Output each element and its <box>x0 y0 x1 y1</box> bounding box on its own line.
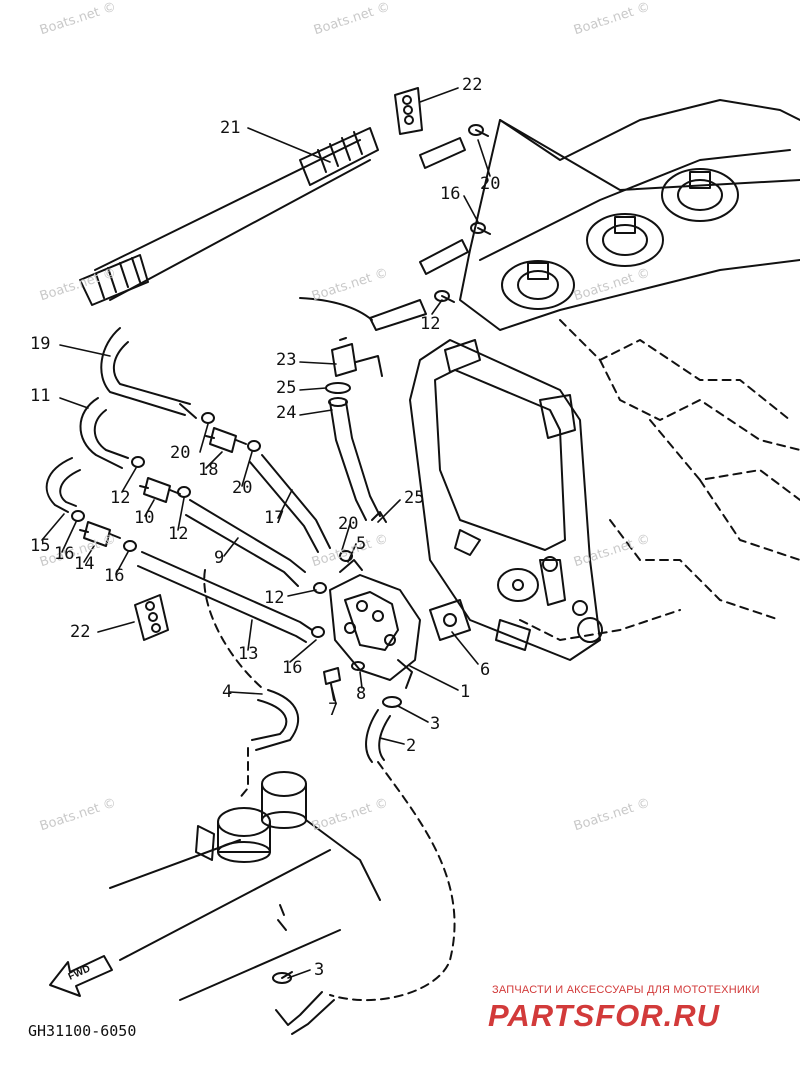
callout-21: 21 <box>220 118 241 138</box>
callout-19: 19 <box>30 334 51 354</box>
diagram-code: GH31100-6050 <box>28 1022 137 1040</box>
callout-3-lower: 3 <box>314 960 325 980</box>
callout-8: 8 <box>356 684 367 704</box>
valve-assembly-1 <box>330 512 420 688</box>
shop-tagline: ЗАПЧАСТИ И АКСЕССУАРЫ ДЛЯ МОТОТЕХНИКИ <box>492 984 760 996</box>
callout-14: 14 <box>74 554 95 574</box>
callout-25-mid: 25 <box>404 488 425 508</box>
callout-16-lower: 16 <box>282 658 303 678</box>
filter-10 <box>140 478 180 502</box>
clamp-3-upper <box>383 697 401 707</box>
callout-20-mid-b: 20 <box>232 478 253 498</box>
oil-tank <box>110 772 380 1000</box>
callout-10: 10 <box>134 508 155 528</box>
filter-14 <box>80 522 120 546</box>
hose-15 <box>47 458 80 512</box>
hose-21 <box>80 128 378 305</box>
hose-11 <box>80 398 128 468</box>
shop-logo: PARTSFOR.RU <box>488 998 721 1033</box>
callout-11: 11 <box>30 386 51 406</box>
callout-6: 6 <box>480 660 491 680</box>
callout-24: 24 <box>276 403 297 423</box>
clamps-mid <box>72 413 352 637</box>
hose-19 <box>101 328 196 418</box>
part-23 <box>332 338 382 376</box>
bolt-7 <box>324 668 340 700</box>
engine-block <box>410 100 800 660</box>
callout-25-upper: 25 <box>276 378 297 398</box>
clamp-25-upper <box>326 383 350 393</box>
callout-20-mid-a: 20 <box>170 443 191 463</box>
hose-24 <box>329 398 380 520</box>
callout-23: 23 <box>276 350 297 370</box>
clamp-20-upper <box>469 125 488 136</box>
callout-22-lower: 22 <box>70 622 91 642</box>
callout-12-mid-a: 12 <box>110 488 131 508</box>
callout-16-upper: 16 <box>440 184 461 204</box>
leader-lines <box>42 88 490 978</box>
callout-12-mid-c: 12 <box>264 588 285 608</box>
washer-8 <box>352 662 364 670</box>
callout-18: 18 <box>198 460 219 480</box>
callout-16-mid-b: 16 <box>104 566 125 586</box>
callout-9: 9 <box>214 548 225 568</box>
clamp-16-upper <box>471 223 490 234</box>
callout-17: 17 <box>264 508 285 528</box>
callout-4: 4 <box>222 682 233 702</box>
callout-12-upper: 12 <box>420 314 441 334</box>
callout-12-mid-b: 12 <box>168 524 189 544</box>
callout-20-mid-c: 20 <box>338 514 359 534</box>
clip-22-upper <box>395 88 422 134</box>
callout-16-mid-a: 16 <box>54 544 75 564</box>
callout-22-upper: 22 <box>462 75 483 95</box>
hose-upper-small <box>300 138 468 330</box>
callout-13: 13 <box>238 644 259 664</box>
clamp-12-upper <box>435 291 454 302</box>
gasket-6 <box>430 600 470 640</box>
callout-5: 5 <box>356 534 367 554</box>
hose-13 <box>138 552 312 642</box>
hose-2 <box>276 710 455 1034</box>
fwd-arrow-icon <box>50 956 112 996</box>
callout-2: 2 <box>406 736 417 756</box>
callout-7: 7 <box>328 700 339 720</box>
clamp-3-lower <box>273 972 292 983</box>
callout-3-upper: 3 <box>430 714 441 734</box>
callout-1: 1 <box>460 682 471 702</box>
filter-18 <box>206 428 246 452</box>
hose-17 <box>250 455 330 552</box>
clip-22-lower <box>135 595 168 640</box>
hose-9 <box>186 500 305 586</box>
hose-4 <box>204 570 298 800</box>
callout-15: 15 <box>30 536 51 556</box>
callout-20-upper: 20 <box>480 174 501 194</box>
